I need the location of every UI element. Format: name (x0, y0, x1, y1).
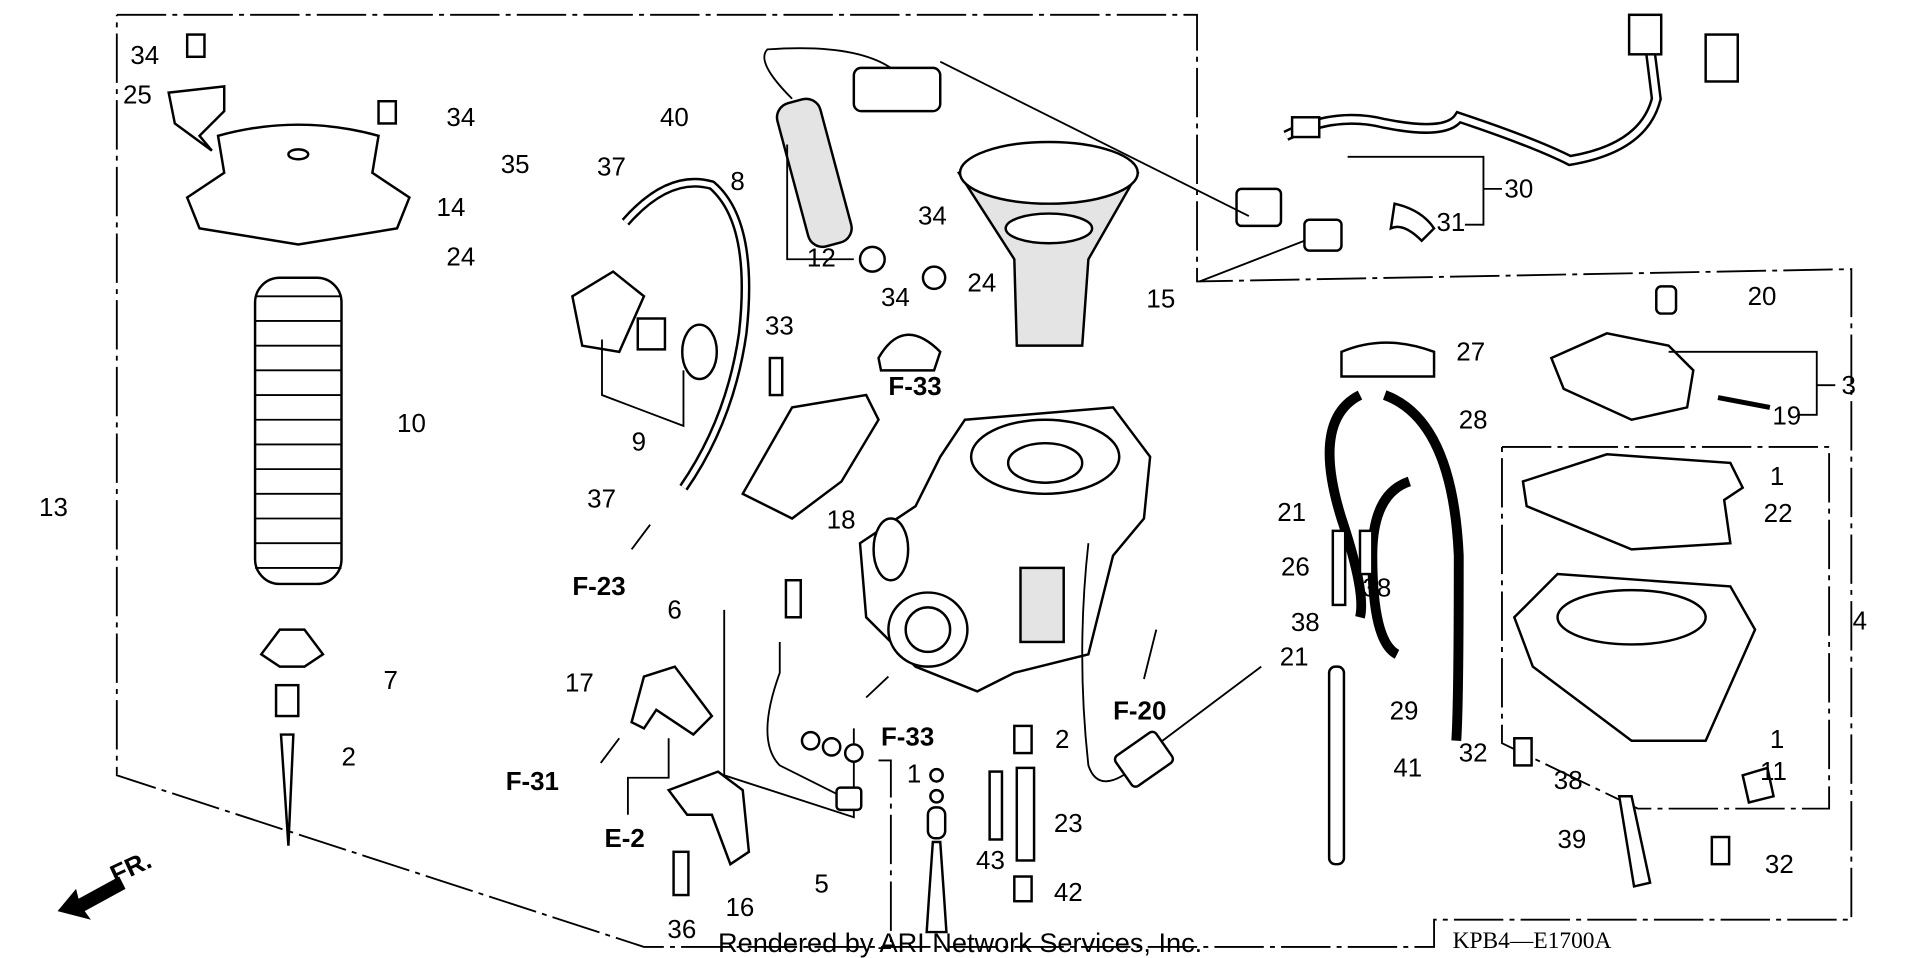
part-number-callout: 6 (667, 597, 681, 625)
part-number-callout: 34 (918, 203, 947, 231)
part-number-callout: 37 (587, 485, 616, 513)
assembly-borders (115, 13, 1853, 950)
lever-part[interactable] (630, 665, 714, 737)
part-number-callout: 23 (1054, 810, 1083, 838)
part-number-callout: 21 (1277, 499, 1306, 527)
part-number-callout: 21 (1280, 643, 1309, 671)
part-number-callout: 7 (383, 667, 397, 695)
reference-arrows (600, 524, 1158, 764)
part-number-callout: 19 (1772, 403, 1801, 431)
part-number-callout: 26 (1281, 553, 1310, 581)
page-reference-label[interactable]: F-31 (506, 768, 559, 796)
part-number-callout: 1 (1770, 463, 1784, 491)
leader (723, 609, 855, 819)
part-number-callout: 14 (437, 194, 466, 222)
part-number-callout: 43 (976, 847, 1005, 875)
float-part[interactable] (1549, 332, 1695, 422)
part-number-callout: 16 (725, 894, 754, 922)
part-number-callout: 24 (967, 269, 996, 297)
diaphragm-part[interactable] (570, 270, 719, 381)
part-number-callout: 28 (1459, 406, 1488, 434)
bracket-part[interactable] (167, 85, 226, 152)
part-number-callout: 38 (1362, 574, 1391, 602)
jet-part[interactable] (988, 724, 1036, 903)
leader (601, 339, 685, 428)
part-number-callout: 18 (827, 506, 856, 534)
part-number-callout: 34 (881, 284, 910, 312)
part-number-callout: 37 (597, 153, 626, 181)
part-number-callout: 34 (130, 42, 159, 70)
sensor-part[interactable] (763, 47, 942, 250)
part-number-callout: 31 (1437, 209, 1466, 237)
part-number-callout: 22 (1764, 500, 1793, 528)
leader (786, 144, 854, 261)
watermark-text: Rendered by ARI Network Services, Inc. (718, 927, 1202, 958)
part-number-callout: 5 (814, 871, 828, 899)
leader (1347, 155, 1502, 226)
jet-needle-part[interactable] (925, 767, 948, 934)
tube-part[interactable] (1327, 665, 1346, 866)
bolt-part[interactable] (185, 33, 398, 125)
part-number-callout: 12 (807, 245, 836, 273)
part-number-callout: 38 (1554, 767, 1583, 795)
part-number-callout: 13 (39, 494, 68, 522)
carburetor-body-part[interactable] (858, 406, 1152, 693)
part-number-callout: 15 (1146, 285, 1175, 313)
wiring-harness-part[interactable] (1235, 13, 1739, 252)
part-number-callout: 8 (730, 168, 744, 196)
page-reference-label[interactable]: E-2 (604, 825, 644, 853)
part-number-callout: 41 (1393, 755, 1422, 783)
page-reference-label[interactable]: F-23 (572, 573, 625, 601)
part-number-callout: 33 (765, 313, 794, 341)
part-number-callout: 2 (341, 743, 355, 771)
lever-part[interactable] (666, 770, 751, 867)
page-reference-label[interactable]: F-20 (1113, 698, 1166, 726)
part-number-callout: 38 (1291, 609, 1320, 637)
part-number-callout: 1 (1770, 726, 1784, 754)
part-number-callout: 32 (1459, 740, 1488, 768)
part-number-callout: 9 (632, 429, 646, 457)
part-number-callout: 39 (1558, 826, 1587, 854)
part-number-callout: 10 (397, 410, 426, 438)
part-number-callout: 32 (1765, 851, 1794, 879)
leader (939, 60, 1305, 283)
needle-jet-part[interactable] (259, 628, 325, 846)
part-number-callout: 1 (907, 761, 921, 789)
spring-part[interactable] (253, 276, 343, 586)
part-number-callout: 34 (446, 104, 475, 132)
part-number-callout: 20 (1748, 283, 1777, 311)
clamp-part[interactable] (1340, 341, 1436, 378)
part-number-callout: 2 (1055, 726, 1069, 754)
part-number-callout: 36 (667, 916, 696, 944)
part-number-callout: 24 (446, 243, 475, 271)
page-reference-label[interactable]: F-33 (888, 373, 941, 401)
page-reference-label[interactable]: F-33 (881, 724, 934, 752)
part-number-callout: 29 (1390, 698, 1419, 726)
part-number-callout: 4 (1853, 608, 1867, 636)
part-number-callout: 11 (1760, 758, 1787, 786)
diaphragm-funnel-part[interactable] (957, 140, 1140, 347)
part-number-callout: 27 (1456, 338, 1485, 366)
part-number-callout: 40 (660, 104, 689, 132)
top-cover-part[interactable] (185, 123, 411, 246)
diagram-code: KPB4—E1700A (1453, 928, 1612, 954)
part-number-callout: 3 (1841, 372, 1855, 400)
front-arrow-icon (57, 876, 126, 920)
callout-labels: 34253414352440378123434241530311013933F-… (39, 42, 1867, 944)
gasket-part[interactable] (1521, 453, 1745, 551)
part-number-callout: 17 (565, 669, 594, 697)
part-number-callout: 42 (1054, 879, 1083, 907)
wire (1081, 543, 1151, 783)
part-number-callout: 25 (123, 82, 152, 110)
part-number-callout: 35 (501, 151, 530, 179)
bracket-part[interactable] (741, 356, 880, 520)
part-number-callout: 30 (1504, 176, 1533, 204)
